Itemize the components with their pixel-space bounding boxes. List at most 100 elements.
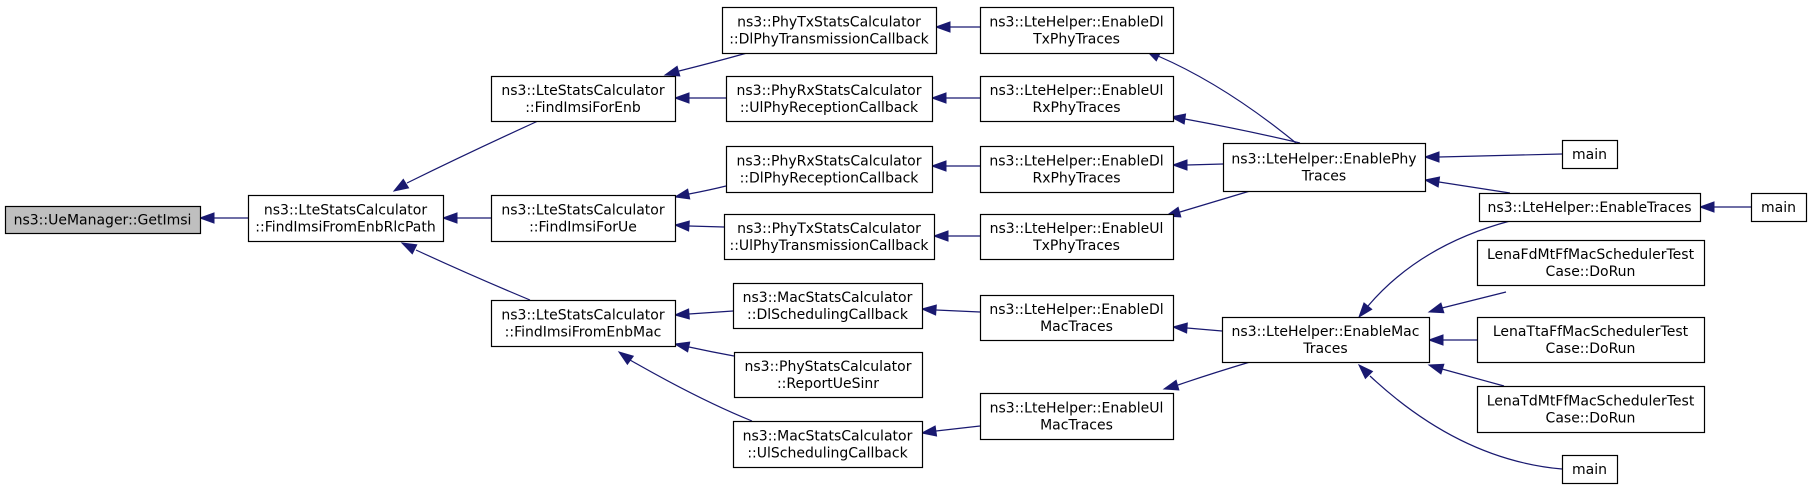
- edge-line: [1177, 361, 1251, 386]
- node-label-line: ns3::LteHelper::EnableDl: [989, 154, 1163, 170]
- arrowhead-icon: [934, 21, 951, 33]
- edge-physinr-to-fromenbmac: [673, 341, 735, 357]
- node-phytxul[interactable]: ns3::PhyTxStatsCalculator::UlPhyTransmis…: [723, 213, 936, 261]
- edge-enmac-to-enulmac: [1162, 361, 1251, 391]
- edge-phyrxul-to-forenb: [673, 92, 726, 104]
- edge-line: [688, 346, 735, 357]
- node-forenb[interactable]: ns3::LteStatsCalculator::FindImsiForEnb: [490, 75, 677, 123]
- node-label-line: TxPhyTraces: [1032, 32, 1120, 48]
- node-entraces[interactable]: ns3::LteHelper::EnableTraces: [1478, 192, 1702, 223]
- node-macdl[interactable]: ns3::MacStatsCalculator::DlSchedulingCal…: [732, 282, 924, 330]
- arrowhead-icon: [673, 92, 690, 104]
- node-label-line: ns3::LteHelper::EnableUl: [990, 83, 1164, 99]
- edge-line: [688, 185, 727, 195]
- arrowhead-icon: [1171, 159, 1188, 171]
- node-phyrxul[interactable]: ns3::PhyRxStatsCalculator::UlPhyReceptio…: [725, 75, 934, 123]
- edge-line: [1438, 181, 1511, 194]
- node-label-line: RxPhyTraces: [1032, 100, 1120, 116]
- node-box: [1476, 316, 1706, 364]
- node-fromenbmac[interactable]: ns3::LteStatsCalculator::FindImsiFromEnb…: [490, 299, 677, 348]
- edge-main1-to-enphy: [1423, 151, 1563, 163]
- edge-macdl-to-fromenbmac: [673, 308, 734, 320]
- node-box: [1476, 239, 1706, 287]
- edge-line: [688, 310, 734, 315]
- arrowhead-icon: [392, 178, 410, 192]
- edge-forue-to-fromrlc: [441, 212, 491, 224]
- node-forue[interactable]: ns3::LteStatsCalculator::FindImsiForUe: [490, 194, 677, 243]
- node-box: [1222, 142, 1427, 193]
- node-label-line: ::ReportUeSinr: [777, 376, 879, 392]
- arrowhead-icon: [1427, 363, 1445, 375]
- arrowhead-icon: [1698, 201, 1715, 213]
- arrowhead-icon: [673, 308, 690, 320]
- node-label-line: ns3::PhyRxStatsCalculator: [737, 83, 922, 99]
- node-label-line: ns3::LteHelper::EnableTraces: [1487, 200, 1691, 216]
- edge-enphy-to-enulrx: [1169, 113, 1301, 144]
- edge-enphy-to-endlrx: [1171, 159, 1224, 171]
- edge-phytxdl-to-forenb: [663, 52, 748, 77]
- node-label-line: main: [1761, 200, 1796, 216]
- node-box: [490, 194, 677, 243]
- node-label-line: RxPhyTraces: [1032, 171, 1120, 187]
- arrowhead-icon: [920, 304, 937, 316]
- node-label-line: ns3::PhyRxStatsCalculator: [737, 154, 922, 170]
- node-main2[interactable]: main: [1750, 192, 1808, 223]
- node-label-line: ns3::LteHelper::EnableDl: [989, 15, 1163, 31]
- node-label-line: TxPhyTraces: [1032, 238, 1120, 254]
- node-physinr[interactable]: ns3::PhyStatsCalculator::ReportUeSinr: [733, 351, 924, 399]
- edge-line: [629, 359, 753, 422]
- arrowhead-icon: [932, 230, 949, 242]
- node-label-line: ns3::LteHelper::EnableDl: [989, 302, 1163, 318]
- node-label-line: ::DlSchedulingCallback: [747, 307, 909, 323]
- node-label-line: ns3::UeManager::GetImsi: [14, 213, 192, 229]
- node-label-line: main: [1572, 147, 1607, 163]
- edge-line: [1369, 375, 1563, 470]
- node-label-line: ns3::LteStatsCalculator: [501, 308, 664, 324]
- node-macul[interactable]: ns3::MacStatsCalculator::UlSchedulingCal…: [732, 420, 924, 469]
- arrowhead-icon: [1423, 176, 1441, 188]
- node-label-line: ns3::MacStatsCalculator: [743, 429, 913, 445]
- node-fromrlc[interactable]: ns3::LteStatsCalculator::FindImsiFromEnb…: [247, 194, 445, 243]
- edge-main2-to-entraces: [1698, 201, 1751, 213]
- edge-lenatd-to-enmac: [1427, 363, 1505, 387]
- node-label-line: MacTraces: [1040, 418, 1113, 434]
- node-label-line: Case::DoRun: [1546, 341, 1636, 357]
- node-main3[interactable]: main: [1561, 454, 1619, 485]
- node-box: [1478, 192, 1702, 223]
- edge-line: [1441, 368, 1505, 387]
- node-box: [979, 392, 1175, 441]
- node-label-line: LenaTtaFfMacSchedulerTest: [1493, 324, 1689, 340]
- node-phyrxdl[interactable]: ns3::PhyRxStatsCalculator::DlPhyReceptio…: [725, 145, 934, 194]
- node-getimsi[interactable]: ns3::UeManager::GetImsi: [4, 205, 202, 235]
- arrowhead-icon: [198, 212, 215, 224]
- edge-entraces-to-enphy: [1423, 176, 1511, 194]
- arrowhead-icon: [1357, 363, 1374, 380]
- node-box: [723, 213, 936, 261]
- edge-macul-to-fromenbmac: [617, 351, 753, 422]
- nodes-layer: ns3::UeManager::GetImsins3::LteStatsCalc…: [4, 6, 1808, 485]
- node-label-line: ns3::LteHelper::EnableMac: [1232, 324, 1420, 340]
- node-phytxdl[interactable]: ns3::PhyTxStatsCalculator::DlPhyTransmis…: [721, 6, 938, 55]
- node-main1[interactable]: main: [1561, 139, 1619, 170]
- node-box: [732, 282, 924, 330]
- node-label-line: ns3::MacStatsCalculator: [743, 290, 913, 306]
- edge-line: [1179, 190, 1251, 213]
- node-box: [732, 420, 924, 469]
- node-box: [979, 294, 1175, 342]
- edges-layer: [198, 21, 1751, 470]
- node-label-line: ::FindImsiFromEnbRlcPath: [255, 220, 435, 236]
- node-box: [725, 145, 934, 194]
- node-label-line: MacTraces: [1040, 319, 1113, 335]
- node-label-line: LenaTdMtFfMacSchedulerTest: [1487, 394, 1695, 410]
